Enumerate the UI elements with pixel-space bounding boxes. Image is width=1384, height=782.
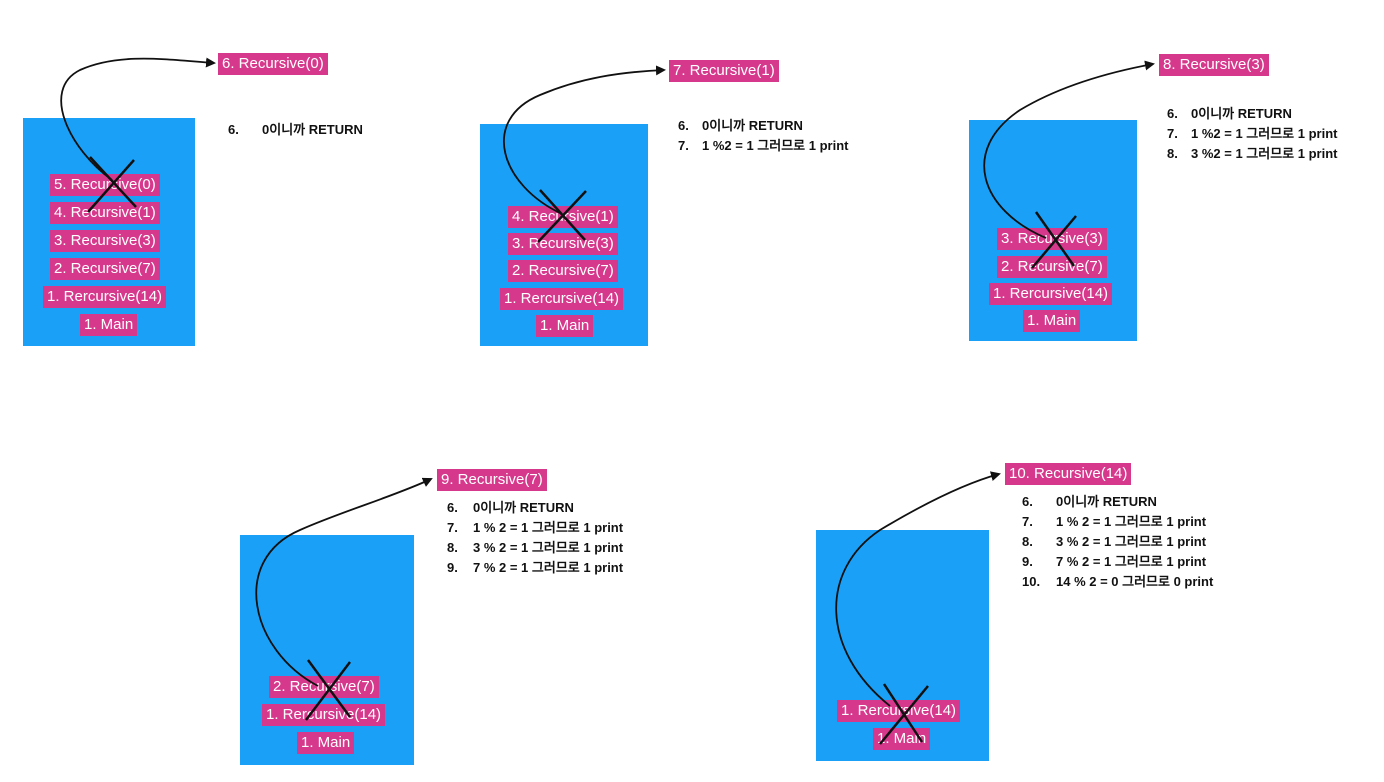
note-number: 6. bbox=[447, 500, 458, 515]
call-label-recursive-1: 7. Recursive(1) bbox=[669, 60, 779, 82]
call-label-recursive-7: 9. Recursive(7) bbox=[437, 469, 547, 491]
note-number: 7. bbox=[447, 520, 458, 535]
note-item: 9. 7 % 2 = 1 그러므로 1 print bbox=[1022, 552, 1213, 572]
note-item: 7. 1 % 2 = 1 그러므로 1 print bbox=[1022, 512, 1213, 532]
notes-list-1: 6. 0이니까 RETURN bbox=[228, 120, 363, 140]
note-number: 9. bbox=[1022, 554, 1033, 569]
note-number: 6. bbox=[678, 118, 689, 133]
note-item: 6. 0이니까 RETURN bbox=[1167, 104, 1337, 124]
note-text: 1 % 2 = 1 그러므로 1 print bbox=[473, 520, 624, 535]
note-item: 8. 3 % 2 = 1 그러므로 1 print bbox=[1022, 532, 1213, 552]
note-number: 6. bbox=[1022, 494, 1033, 509]
note-number: 8. bbox=[1167, 146, 1178, 161]
note-text: 0이니까 RETURN bbox=[262, 122, 363, 137]
call-label-recursive-3: 8. Recursive(3) bbox=[1159, 54, 1269, 76]
note-item: 7. 1 %2 = 1 그러므로 1 print bbox=[1167, 124, 1337, 144]
note-text: 14 % 2 = 0 그러므로 0 print bbox=[1056, 574, 1214, 589]
note-text: 1 % 2 = 1 그러므로 1 print bbox=[1056, 514, 1207, 529]
note-text: 0이니까 RETURN bbox=[702, 118, 803, 133]
note-item: 6. 0이니까 RETURN bbox=[447, 498, 623, 518]
stack-frame-recursive-3: 3. Recursive(3) bbox=[997, 228, 1107, 250]
notes-list-5: 6. 0이니까 RETURN 7. 1 % 2 = 1 그러므로 1 print 8… bbox=[1022, 492, 1213, 592]
call-label-recursive-14: 10. Recursive(14) bbox=[1005, 463, 1132, 485]
stack-frame-recursive-14: 1. Rercursive(14) bbox=[500, 288, 624, 310]
stack-frame-recursive-14: 1. Rercursive(14) bbox=[43, 286, 167, 308]
note-number: 9. bbox=[447, 560, 458, 575]
stack-frame-main: 1. Main bbox=[297, 732, 355, 754]
stack-frame-main: 1. Main bbox=[873, 728, 931, 750]
note-number: 8. bbox=[1022, 534, 1033, 549]
stack-frame-main: 1. Main bbox=[80, 314, 138, 336]
stack-frame-recursive-1: 4. Recursive(1) bbox=[50, 202, 160, 224]
note-item: 6. 0이니까 RETURN bbox=[228, 120, 363, 140]
stack-frame-recursive-14: 1. Rercursive(14) bbox=[989, 283, 1113, 305]
note-item: 10. 14 % 2 = 0 그러므로 0 print bbox=[1022, 572, 1213, 592]
note-text: 1 %2 = 1 그러므로 1 print bbox=[1191, 126, 1338, 141]
stack-frame-recursive-14: 1. Rercursive(14) bbox=[262, 704, 386, 726]
note-text: 3 % 2 = 1 그러므로 1 print bbox=[473, 540, 624, 555]
note-item: 8. 3 % 2 = 1 그러므로 1 print bbox=[447, 538, 623, 558]
call-stack-5 bbox=[816, 530, 989, 761]
notes-list-4: 6. 0이니까 RETURN 7. 1 % 2 = 1 그러므로 1 print 8… bbox=[447, 498, 623, 578]
note-text: 0이니까 RETURN bbox=[1191, 106, 1292, 121]
stack-frame-recursive-3: 3. Recursive(3) bbox=[50, 230, 160, 252]
note-text: 1 %2 = 1 그러므로 1 print bbox=[702, 138, 849, 153]
note-number: 6. bbox=[1167, 106, 1178, 121]
notes-list-3: 6. 0이니까 RETURN 7. 1 %2 = 1 그러므로 1 print 8.… bbox=[1167, 104, 1337, 164]
stack-frame-recursive-1: 4. Recursive(1) bbox=[508, 206, 618, 228]
note-number: 7. bbox=[678, 138, 689, 153]
note-item: 8. 3 %2 = 1 그러므로 1 print bbox=[1167, 144, 1337, 164]
stack-frame-recursive-7: 2. Recursive(7) bbox=[50, 258, 160, 280]
call-stack-4 bbox=[240, 535, 414, 765]
note-number: 8. bbox=[447, 540, 458, 555]
note-item: 9. 7 % 2 = 1 그러므로 1 print bbox=[447, 558, 623, 578]
note-text: 7 % 2 = 1 그러므로 1 print bbox=[473, 560, 624, 575]
note-number: 7. bbox=[1022, 514, 1033, 529]
stack-frame-recursive-7: 2. Recursive(7) bbox=[508, 260, 618, 282]
note-item: 6. 0이니까 RETURN bbox=[678, 116, 848, 136]
note-item: 7. 1 %2 = 1 그러므로 1 print bbox=[678, 136, 848, 156]
stack-frame-recursive-0: 5. Recursive(0) bbox=[50, 174, 160, 196]
note-text: 0이니까 RETURN bbox=[473, 500, 574, 515]
note-text: 3 %2 = 1 그러므로 1 print bbox=[1191, 146, 1338, 161]
stack-frame-recursive-14: 1. Rercursive(14) bbox=[837, 700, 961, 722]
stack-frame-recursive-7: 2. Recursive(7) bbox=[269, 676, 379, 698]
note-text: 3 % 2 = 1 그러므로 1 print bbox=[1056, 534, 1207, 549]
stack-frame-main: 1. Main bbox=[1023, 310, 1081, 332]
note-text: 0이니까 RETURN bbox=[1056, 494, 1157, 509]
note-number: 7. bbox=[1167, 126, 1178, 141]
stack-frame-main: 1. Main bbox=[536, 315, 594, 337]
notes-list-2: 6. 0이니까 RETURN 7. 1 %2 = 1 그러므로 1 print bbox=[678, 116, 848, 156]
note-number: 6. bbox=[228, 122, 239, 137]
note-item: 6. 0이니까 RETURN bbox=[1022, 492, 1213, 512]
note-number: 10. bbox=[1022, 574, 1041, 589]
stack-frame-recursive-7: 2. Recursive(7) bbox=[997, 256, 1107, 278]
stack-frame-recursive-3: 3. Recursive(3) bbox=[508, 233, 618, 255]
call-label-recursive-0: 6. Recursive(0) bbox=[218, 53, 328, 75]
note-text: 7 % 2 = 1 그러므로 1 print bbox=[1056, 554, 1207, 569]
note-item: 7. 1 % 2 = 1 그러므로 1 print bbox=[447, 518, 623, 538]
